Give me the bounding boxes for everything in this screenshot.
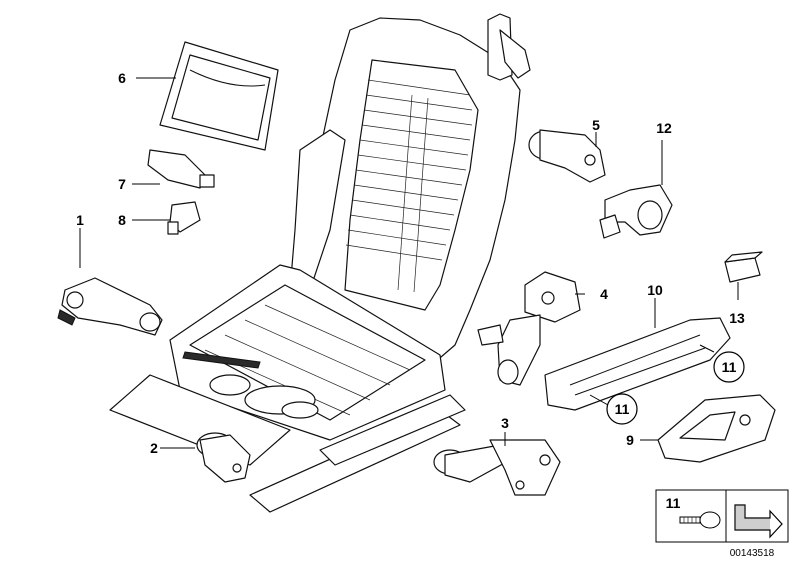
callout-labels: 1 2 3 4 5 6 7 8 9 10 12 13 bbox=[76, 70, 745, 456]
callout-8[interactable]: 8 bbox=[118, 212, 126, 228]
leader-lines bbox=[79, 77, 739, 449]
arrow-icon bbox=[734, 504, 783, 539]
callout-11-a-label: 11 bbox=[722, 359, 737, 375]
bolt-icon bbox=[679, 511, 721, 529]
callout-13[interactable]: 13 bbox=[729, 310, 745, 326]
callout-3[interactable]: 3 bbox=[501, 415, 509, 431]
catalog-code: 00143518 bbox=[730, 548, 775, 559]
part-6-backrest-panel[interactable] bbox=[159, 41, 279, 151]
callout-4[interactable]: 4 bbox=[600, 286, 608, 302]
part-12-lumbar-motor[interactable] bbox=[599, 184, 673, 239]
part-1-seat-motor[interactable] bbox=[57, 277, 163, 336]
callout-11-b-label: 11 bbox=[615, 401, 630, 417]
part-13-clip[interactable] bbox=[724, 251, 763, 283]
callout-7[interactable]: 7 bbox=[118, 176, 126, 192]
part-5-headrest-motor[interactable] bbox=[528, 129, 606, 183]
part-3-recliner-motor[interactable] bbox=[433, 439, 561, 496]
part-4-backrest-motor[interactable] bbox=[477, 271, 581, 386]
callout-1[interactable]: 1 bbox=[76, 212, 84, 228]
seat-frame bbox=[109, 13, 531, 513]
part-7-connector[interactable] bbox=[147, 149, 215, 189]
part-2-seat-motor[interactable] bbox=[196, 432, 251, 483]
callout-9[interactable]: 9 bbox=[626, 432, 634, 448]
callout-11-circled-a[interactable]: 11 bbox=[713, 351, 745, 383]
callout-5[interactable]: 5 bbox=[592, 117, 600, 133]
part-9-seat-switch[interactable] bbox=[657, 394, 776, 463]
legend-part-number: 11 bbox=[666, 495, 681, 511]
callout-6[interactable]: 6 bbox=[118, 70, 126, 86]
callout-10[interactable]: 10 bbox=[647, 282, 663, 298]
part-8-switch[interactable] bbox=[167, 201, 201, 235]
part-10-side-trim[interactable] bbox=[544, 317, 731, 411]
callout-11-circled-b[interactable]: 11 bbox=[606, 393, 638, 425]
callout-2[interactable]: 2 bbox=[150, 440, 158, 456]
legend-box: 11 00143518 bbox=[655, 489, 789, 559]
callout-12[interactable]: 12 bbox=[656, 120, 672, 136]
